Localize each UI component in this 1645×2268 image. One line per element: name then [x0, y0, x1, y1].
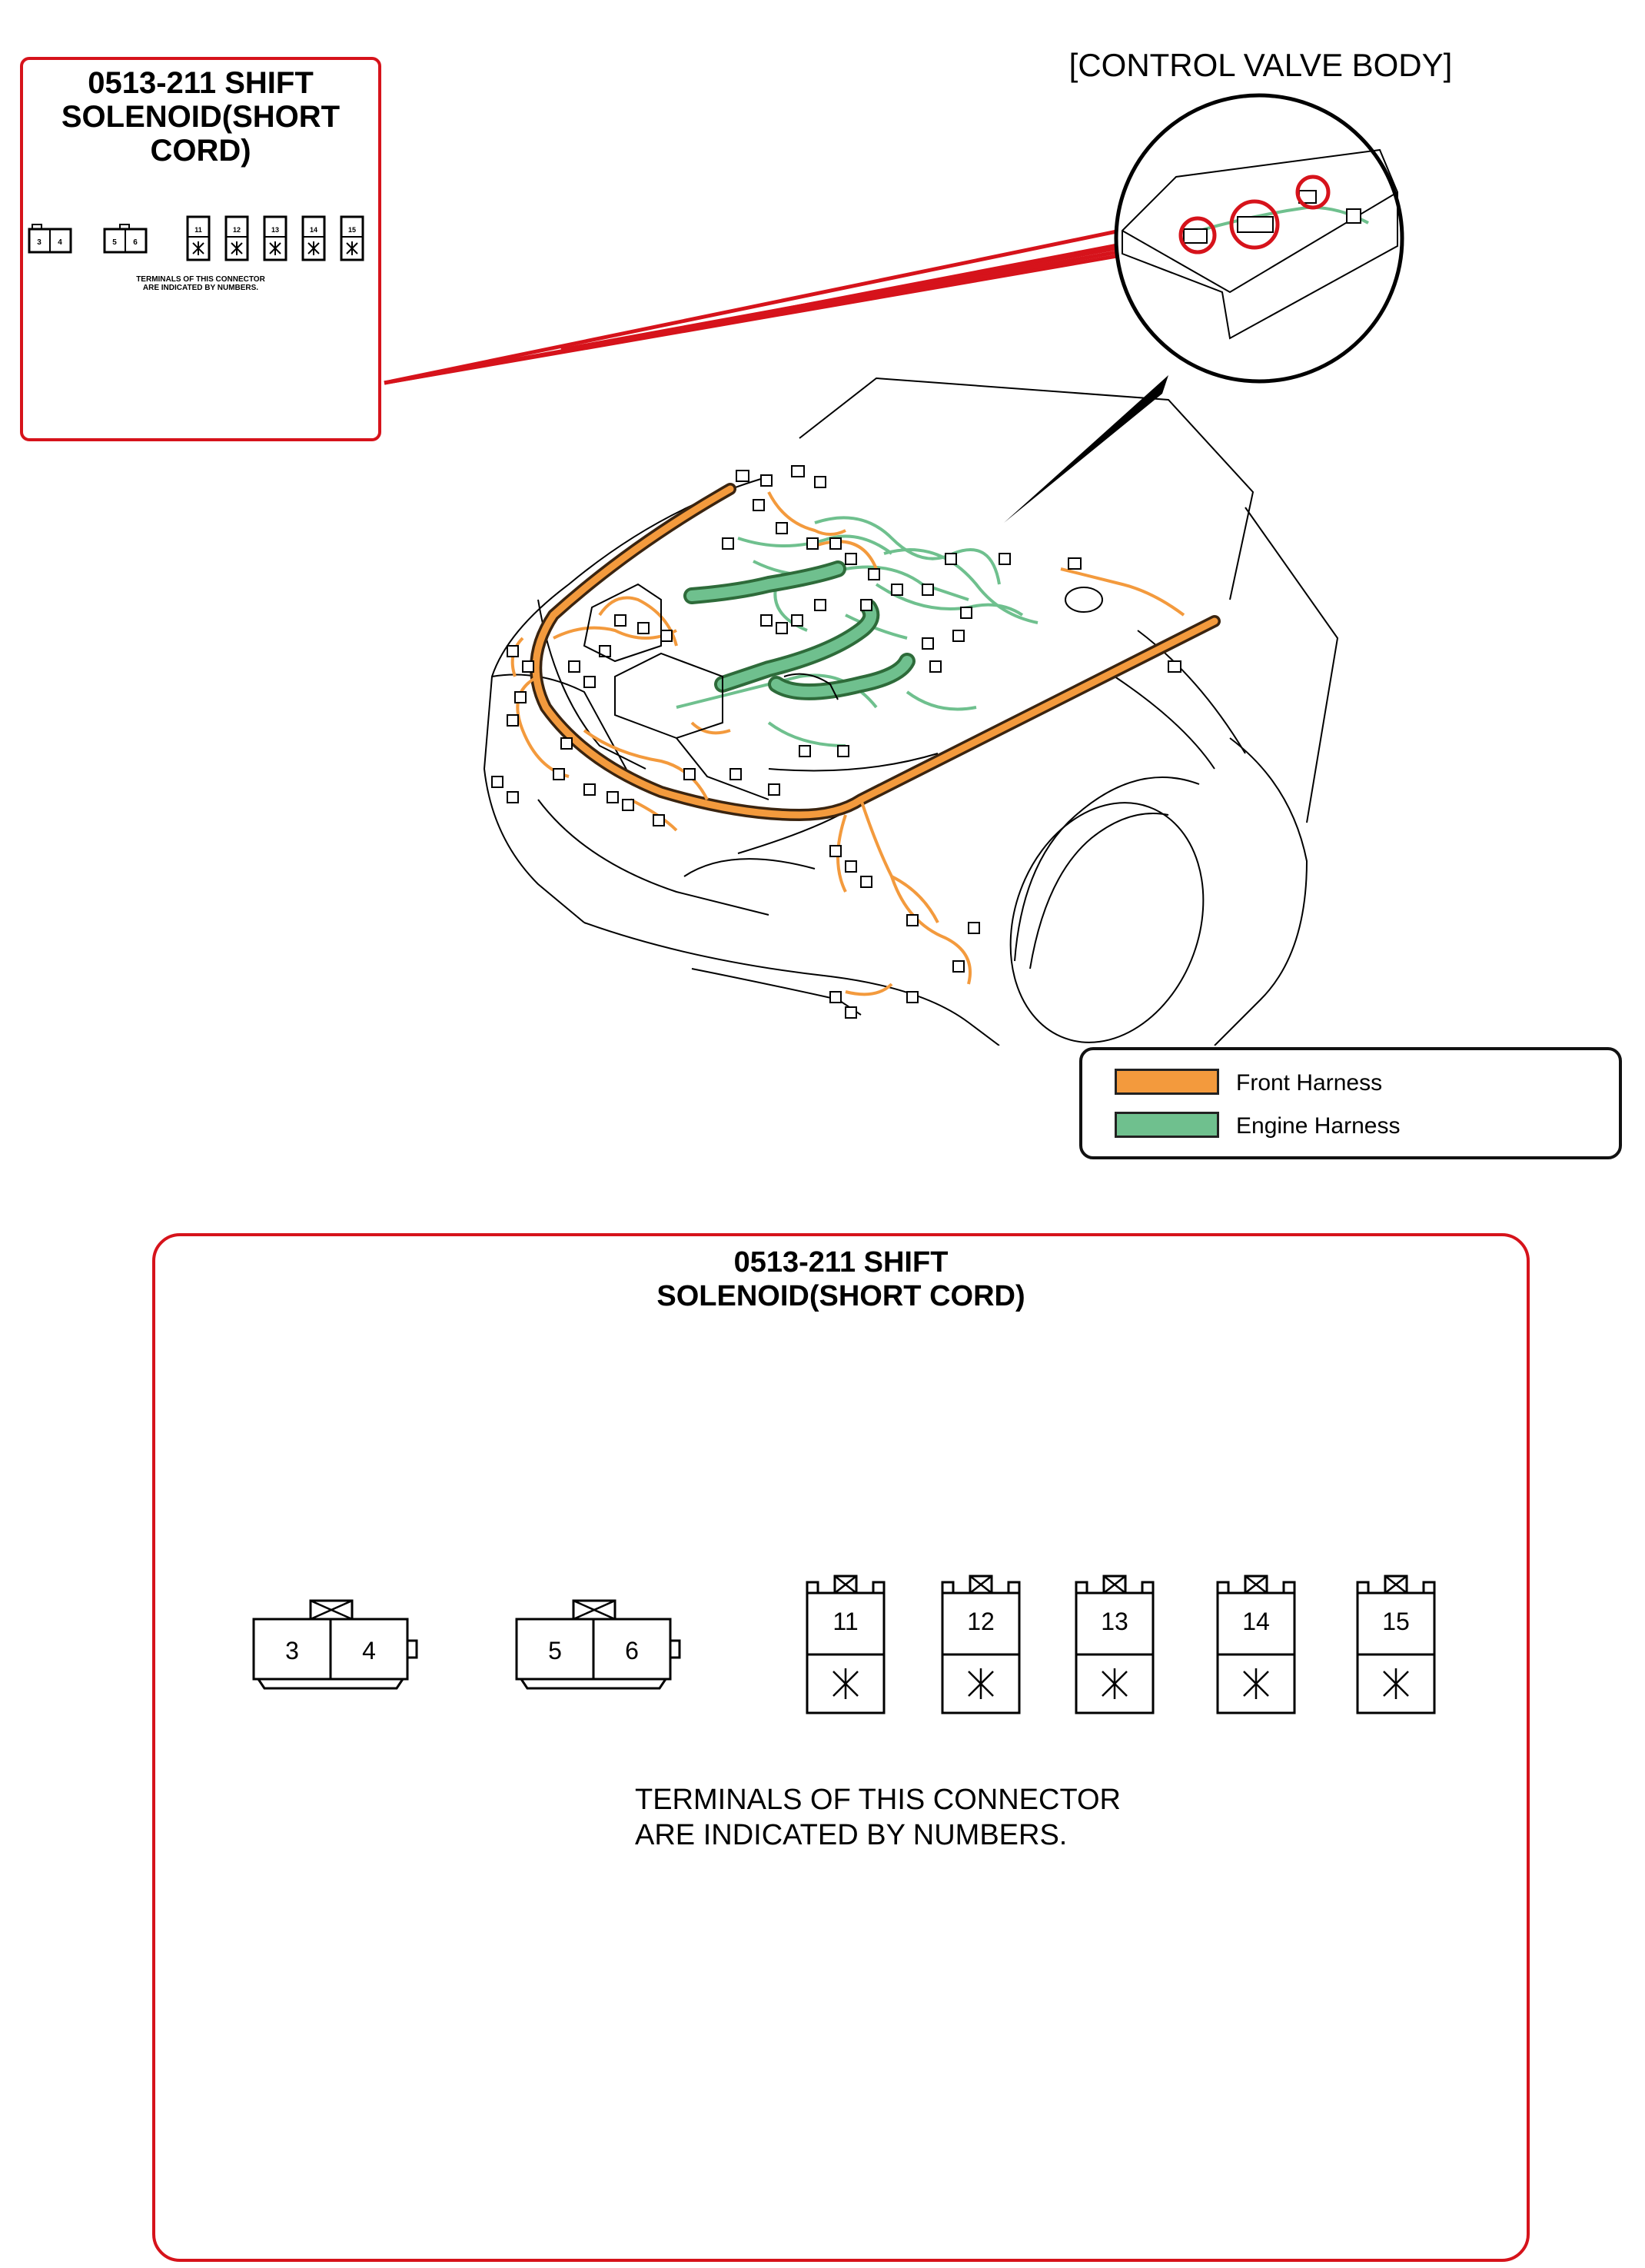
svg-text:6: 6 — [133, 238, 138, 247]
svg-text:14: 14 — [310, 226, 317, 234]
pin-3: 3 — [285, 1637, 299, 1664]
legend-swatch-front — [1115, 1069, 1219, 1095]
legend-label-front: Front Harness — [1236, 1070, 1383, 1096]
car-outline — [483, 377, 1339, 1046]
pin-11: 11 — [832, 1608, 858, 1635]
harness-connectors — [491, 465, 1181, 1019]
small-callout-note: TERMINALS OF THIS CONNECTOR ARE INDICATE… — [136, 275, 265, 292]
small-connector-15: 15 — [340, 215, 364, 261]
svg-text:15: 15 — [348, 226, 356, 234]
small-connector-13: 13 — [263, 215, 287, 261]
large-connector-strip: 3 4 5 6 11 12 — [252, 1575, 1436, 1714]
small-connector-12: 12 — [224, 215, 249, 261]
control-valve-detail-circle — [1114, 93, 1404, 384]
connector-11: 11 — [806, 1575, 886, 1714]
large-callout-title: 0513-211 SHIFT SOLENOID(SHORT CORD) — [656, 1246, 1025, 1312]
control-valve-body-title: [CONTROL VALVE BODY] — [1068, 47, 1453, 83]
small-connector-5-6: 5 6 — [103, 224, 148, 254]
pin-15: 15 — [1382, 1608, 1410, 1635]
legend-swatch-engine — [1115, 1112, 1219, 1138]
pin-14: 14 — [1242, 1608, 1270, 1635]
connector-14: 14 — [1216, 1575, 1296, 1714]
small-connector-strip: 3 4 5 6 11 12 13 14 15 — [28, 215, 364, 261]
pin-6: 6 — [625, 1637, 639, 1664]
vehicle-harness-illustration — [384, 93, 1404, 1046]
connector-13: 13 — [1075, 1575, 1155, 1714]
legend-swatch-front-fill — [1117, 1071, 1217, 1092]
small-callout-box — [20, 57, 381, 441]
engine-harness-hose-2 — [714, 599, 916, 700]
pin-13: 13 — [1101, 1608, 1128, 1635]
harness-legend — [1079, 1047, 1622, 1159]
svg-text:5: 5 — [112, 238, 117, 247]
front-harness-main — [530, 483, 1221, 822]
svg-text:4: 4 — [58, 238, 62, 247]
svg-text:12: 12 — [233, 226, 241, 234]
connector-15: 15 — [1356, 1575, 1436, 1714]
pin-4: 4 — [362, 1637, 376, 1664]
engine-harness-hoses — [683, 560, 846, 604]
connector-3-4: 3 4 — [252, 1599, 418, 1690]
svg-text:13: 13 — [271, 226, 279, 234]
large-callout-box — [152, 1233, 1530, 2262]
connector-12: 12 — [941, 1575, 1021, 1714]
large-callout-note: TERMINALS OF THIS CONNECTOR ARE INDICATE… — [635, 1784, 1121, 1851]
detail-pointer — [1004, 375, 1168, 523]
svg-text:3: 3 — [37, 238, 42, 247]
small-connector-14: 14 — [301, 215, 326, 261]
legend-label-engine: Engine Harness — [1236, 1113, 1401, 1139]
legend-swatch-engine-fill — [1117, 1114, 1217, 1136]
small-connector-11: 11 — [186, 215, 211, 261]
pin-12: 12 — [967, 1608, 995, 1635]
svg-text:11: 11 — [194, 226, 202, 234]
pin-5: 5 — [548, 1637, 562, 1664]
connector-5-6: 5 6 — [515, 1599, 681, 1690]
engine-block-outline — [583, 583, 1103, 800]
small-callout-title: 0513-211 SHIFT SOLENOID(SHORT CORD) — [61, 66, 341, 168]
small-connector-3-4: 3 4 — [28, 224, 72, 254]
